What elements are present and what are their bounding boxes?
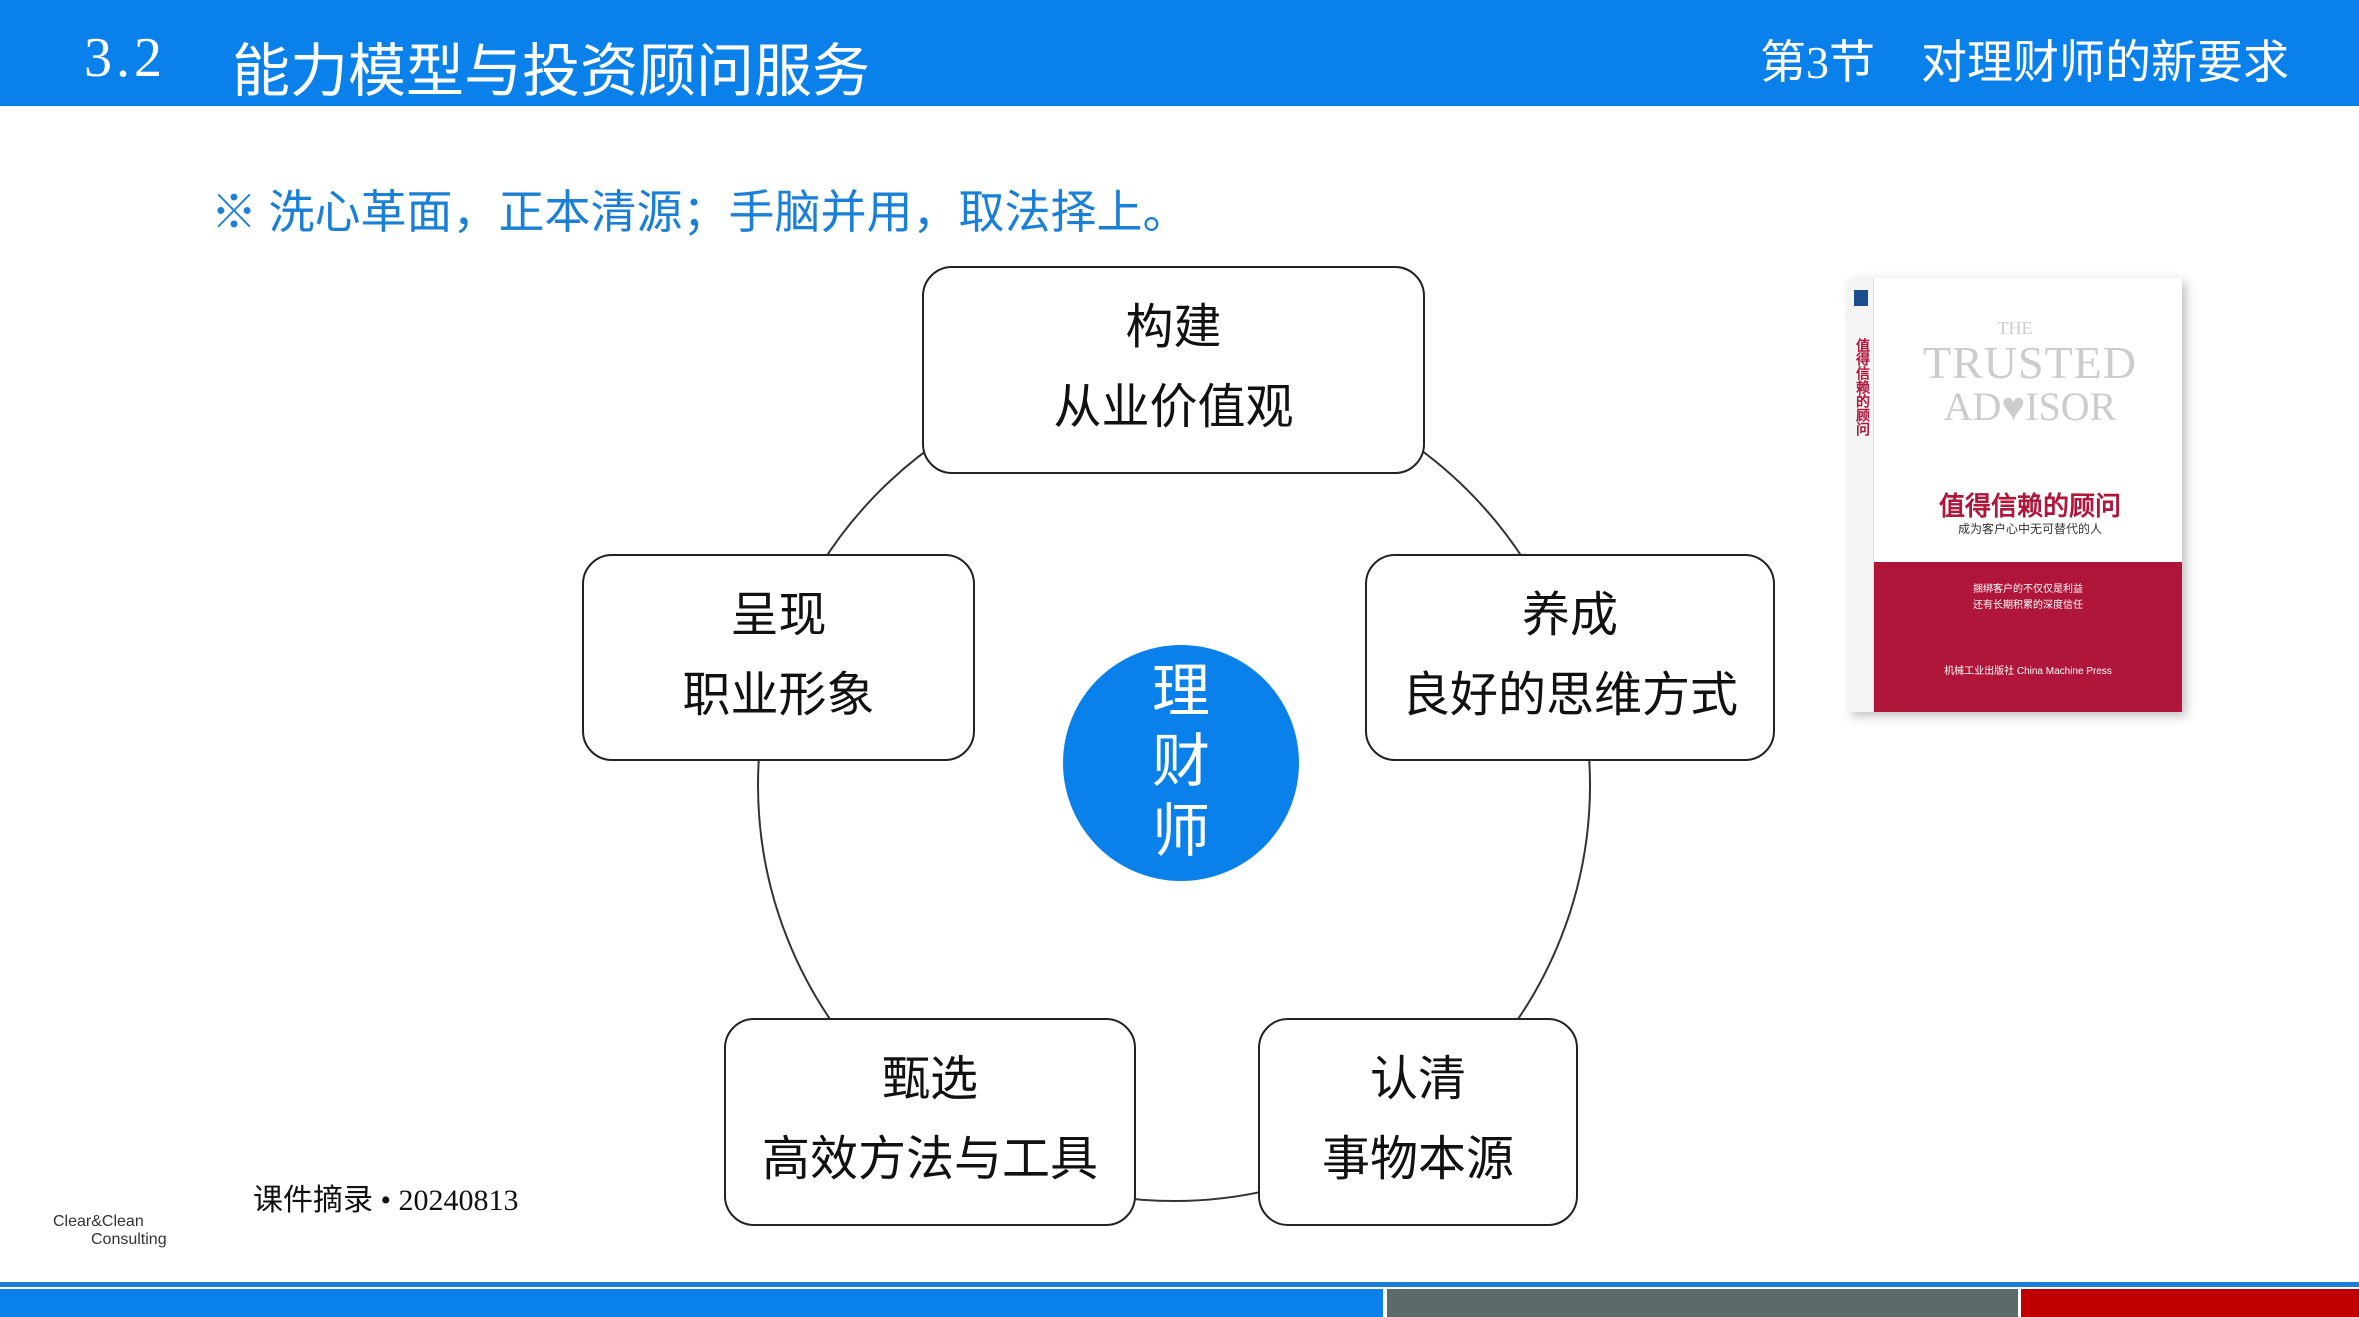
footer-bar-red xyxy=(2021,1289,2359,1317)
logo-line: Clear&Clean xyxy=(53,1213,144,1230)
publisher-logo-icon xyxy=(1854,290,1868,306)
header-bar: 3.2 能力模型与投资顾问服务 第3节 对理财师的新要求 xyxy=(0,0,2359,106)
node-essence: 认清 事物本源 xyxy=(1258,1018,1578,1226)
book-subtitle: 成为客户心中无可替代的人 xyxy=(1957,522,2102,536)
book-publisher: 机械工业出版社 China Machine Press xyxy=(1944,666,2112,677)
section-number: 3.2 xyxy=(84,27,166,89)
center-char: 财 xyxy=(1151,729,1210,794)
book-title-cn: 值得信赖的顾问 xyxy=(1938,491,2121,521)
footer-bar-gray xyxy=(1387,1289,2018,1317)
node-label: 良好的思维方式 xyxy=(1401,669,1738,722)
node-tools: 甄选 高效方法与工具 xyxy=(724,1018,1136,1226)
slogan: ※ 洗心革面，正本清源；手脑并用，取法择上。 xyxy=(211,187,1189,238)
node-label: 甄选 xyxy=(881,1053,978,1106)
footer-note: 课件摘录 • 20240813 xyxy=(253,1184,519,1217)
footer-divider xyxy=(0,1282,2359,1287)
node-label: 认清 xyxy=(1369,1053,1466,1106)
footer-bar-blue xyxy=(0,1289,1383,1317)
book-title-en: AD♥ISOR xyxy=(1943,384,2117,429)
book-title-en: THE xyxy=(1997,318,2033,338)
node-label: 从业价值观 xyxy=(1053,381,1294,434)
logo-line: Consulting xyxy=(91,1231,167,1248)
chapter-title: 第3节 对理财师的新要求 xyxy=(1760,37,2289,88)
book-blurb: 捆绑客户的不仅仅是利益 xyxy=(1973,584,2083,595)
node-label: 事物本源 xyxy=(1321,1133,1514,1186)
spine-title: 值得信赖的顾问 xyxy=(1855,338,1871,436)
book-title-en: TRUSTED xyxy=(1923,337,2137,388)
book-spine: 值得信赖的顾问 xyxy=(1848,278,1874,712)
node-label: 职业形象 xyxy=(682,669,875,722)
book-blurb: 还有长期积累的深度信任 xyxy=(1973,600,2083,611)
slide-title: 能力模型与投资顾问服务 xyxy=(232,39,871,104)
center-char: 师 xyxy=(1151,799,1210,864)
node-label: 高效方法与工具 xyxy=(761,1133,1098,1186)
center-char: 理 xyxy=(1151,659,1210,724)
node-values: 构建 从业价值观 xyxy=(922,266,1425,474)
node-image: 呈现 职业形象 xyxy=(582,554,975,761)
node-label: 构建 xyxy=(1125,301,1222,354)
node-label: 呈现 xyxy=(730,589,827,642)
node-thinking: 养成 良好的思维方式 xyxy=(1365,554,1775,761)
company-logo: Clear&Clean Consulting xyxy=(53,1213,167,1249)
book-cover-image: 值得信赖的顾问 THE TRUSTED AD♥ISOR 值得信赖的顾问 成为客户… xyxy=(1848,278,2182,712)
book-red-band: 捆绑客户的不仅仅是利益 还有长期积累的深度信任 机械工业出版社 China Ma… xyxy=(1874,562,2182,712)
node-label: 养成 xyxy=(1521,589,1618,642)
center-circle: 理 财 师 xyxy=(1063,645,1299,881)
